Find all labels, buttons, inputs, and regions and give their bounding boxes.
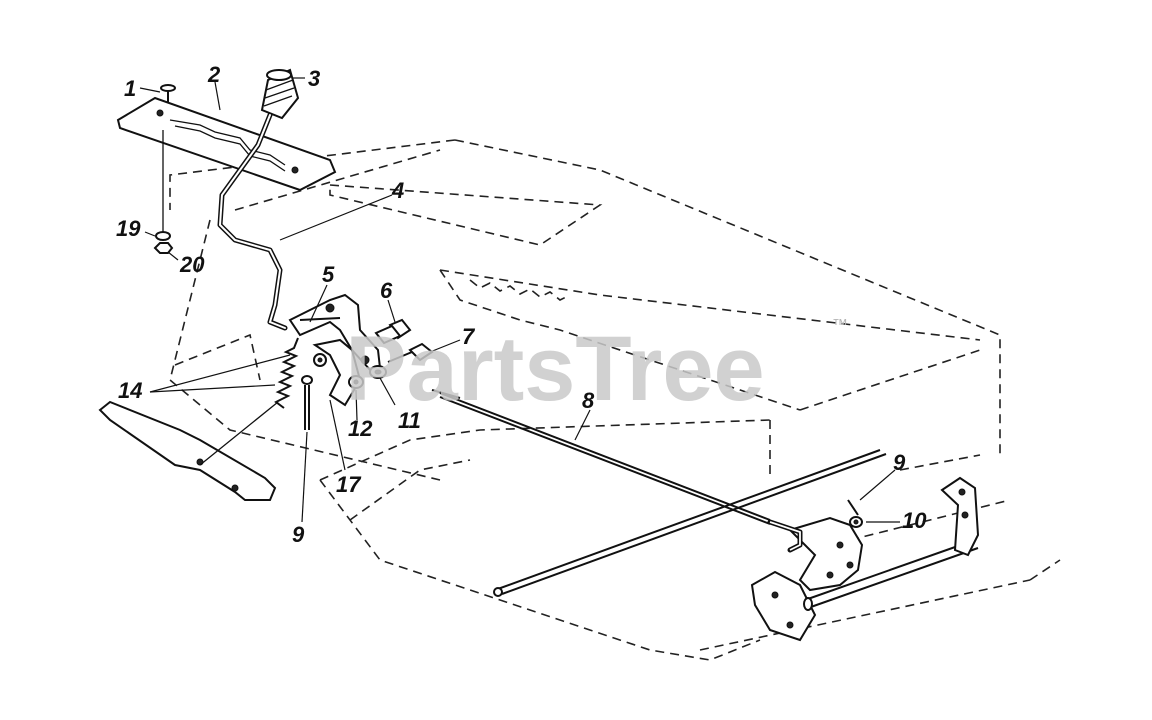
callout-7: 7 xyxy=(462,324,476,349)
callout-2: 2 xyxy=(207,62,221,87)
callout-6: 6 xyxy=(380,278,393,303)
control-rod xyxy=(431,389,771,525)
callout-1: 1 xyxy=(124,76,136,101)
pin-part-6 xyxy=(374,318,412,345)
callout-11: 11 xyxy=(398,408,421,433)
callout-5: 5 xyxy=(322,262,335,287)
callout-9-left: 9 xyxy=(292,522,305,547)
bolt-part-7 xyxy=(387,342,434,363)
cotter-pin-left xyxy=(301,375,313,430)
shift-lever-rod xyxy=(217,112,288,331)
callout-12: 12 xyxy=(348,416,373,441)
callout-20: 20 xyxy=(179,252,205,277)
right-linkage-assembly xyxy=(750,476,980,642)
callout-labels: 1 2 3 4 5 6 7 8 9 9 10 11 12 14 17 19 20 xyxy=(116,62,927,547)
left-bracket-plate xyxy=(98,400,277,501)
callout-14: 14 xyxy=(118,378,142,403)
callout-19: 19 xyxy=(116,216,141,241)
spring-part-14 xyxy=(199,337,299,466)
cross-rod xyxy=(493,449,887,597)
shift-knob xyxy=(260,68,300,120)
callout-4: 4 xyxy=(391,178,404,203)
bracket-part-17 xyxy=(312,338,362,407)
callout-10: 10 xyxy=(902,508,927,533)
trademark-symbol: ™ xyxy=(832,317,848,334)
callout-8: 8 xyxy=(582,388,595,413)
leader-lines xyxy=(139,77,900,523)
callout-3: 3 xyxy=(308,66,320,91)
callout-9-right: 9 xyxy=(893,450,906,475)
shift-plate xyxy=(116,96,337,192)
screw-part-1 xyxy=(160,84,176,102)
washers-11-12 xyxy=(348,365,387,389)
callout-17: 17 xyxy=(336,472,362,497)
washer-nut xyxy=(153,130,174,254)
watermark-text: PartsTree xyxy=(345,318,764,420)
frame-outline xyxy=(169,139,1061,661)
